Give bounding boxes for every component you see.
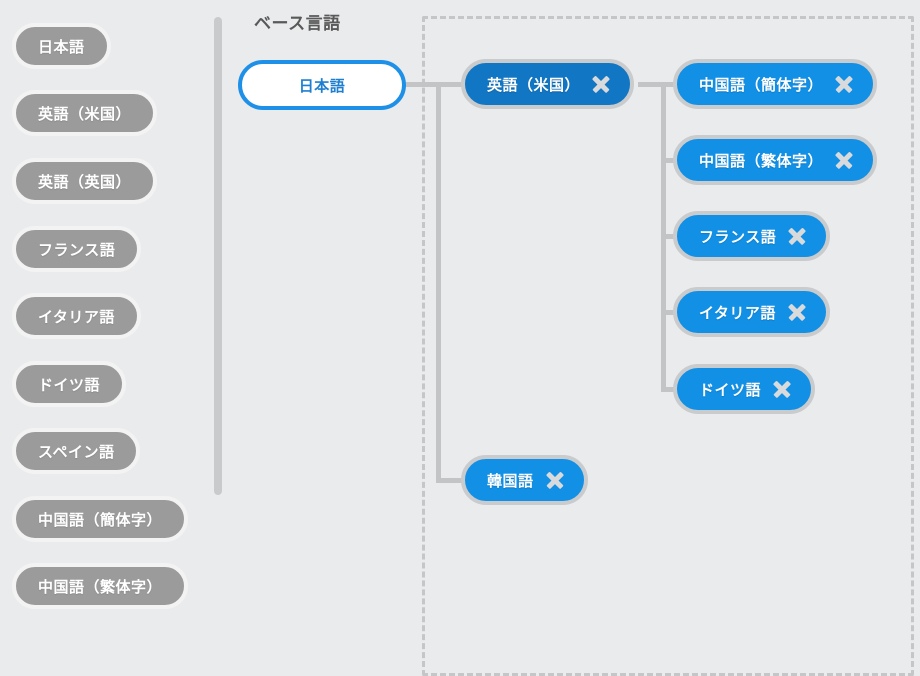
sidebar-item-label: フランス語 bbox=[38, 241, 116, 259]
target-language-node-child-3[interactable]: イタリア語 bbox=[673, 287, 830, 337]
sidebar-item-4[interactable]: イタリア語 bbox=[12, 293, 141, 339]
sidebar-item-label: 英語（米国） bbox=[38, 105, 132, 123]
connector-trunk-to-primary bbox=[436, 82, 466, 87]
sidebar-item-0[interactable]: 日本語 bbox=[12, 23, 111, 69]
target-language-label: ドイツ語 bbox=[699, 381, 762, 399]
target-language-node-child-1[interactable]: 中国語（繁体字） bbox=[673, 135, 878, 185]
connector-bus-to-child-3 bbox=[661, 310, 683, 315]
sidebar-item-7[interactable]: 中国語（簡体字） bbox=[12, 496, 189, 542]
sidebar-item-label: 中国語（簡体字） bbox=[38, 511, 163, 529]
target-language-label: 中国語（繁体字） bbox=[699, 152, 824, 170]
target-language-node-child-2[interactable]: フランス語 bbox=[673, 211, 831, 261]
sidebar-item-2[interactable]: 英語（英国） bbox=[12, 158, 158, 204]
sidebar-item-6[interactable]: スペイン語 bbox=[12, 428, 141, 474]
connector-bus-to-child-4 bbox=[661, 387, 683, 392]
connector-base-to-trunk bbox=[406, 82, 441, 87]
target-languages-drop-region[interactable] bbox=[422, 16, 914, 676]
sidebar-item-5[interactable]: ドイツ語 bbox=[12, 361, 127, 407]
connector-bus-to-child-1 bbox=[661, 158, 683, 163]
available-languages-list: 日本語 英語（米国） 英語（英国） フランス語 イタリア語 ドイツ語 スペイン語… bbox=[0, 0, 210, 644]
target-language-label: 英語（米国） bbox=[487, 76, 581, 94]
target-language-label: 中国語（簡体字） bbox=[699, 76, 824, 94]
close-icon[interactable] bbox=[835, 75, 853, 93]
language-tree-screen: 日本語 英語（米国） 英語（英国） フランス語 イタリア語 ドイツ語 スペイン語… bbox=[0, 0, 920, 644]
connector-trunk-to-secondary-0 bbox=[436, 478, 466, 483]
sidebar-item-label: 英語（英国） bbox=[38, 173, 132, 191]
sidebar-item-label: イタリア語 bbox=[38, 308, 115, 326]
target-language-label: イタリア語 bbox=[699, 304, 776, 322]
connector-trunk-vertical bbox=[436, 82, 441, 483]
target-language-node-primary[interactable]: 英語（米国） bbox=[461, 59, 635, 109]
sidebar-item-label: 中国語（繁体字） bbox=[38, 578, 163, 596]
sidebar-item-label: スペイン語 bbox=[38, 443, 115, 461]
close-icon[interactable] bbox=[592, 75, 610, 93]
sidebar-item-1[interactable]: 英語（米国） bbox=[12, 90, 158, 136]
close-icon[interactable] bbox=[546, 471, 564, 489]
connector-bus-to-child-0 bbox=[661, 82, 683, 87]
close-icon[interactable] bbox=[773, 380, 791, 398]
base-language-node[interactable]: 日本語 bbox=[238, 60, 406, 110]
base-language-label: 日本語 bbox=[298, 77, 346, 95]
base-language-heading: ベース言語 bbox=[254, 14, 341, 33]
target-language-node-secondary-0[interactable]: 韓国語 bbox=[461, 455, 588, 505]
sidebar-item-label: 日本語 bbox=[38, 38, 85, 56]
sidebar-scrollbar[interactable] bbox=[214, 17, 222, 495]
target-language-label: フランス語 bbox=[699, 228, 777, 246]
sidebar-item-3[interactable]: フランス語 bbox=[12, 226, 142, 272]
target-language-node-child-4[interactable]: ドイツ語 bbox=[673, 364, 816, 414]
target-language-label: 韓国語 bbox=[487, 472, 534, 490]
sidebar-item-8[interactable]: 中国語（繁体字） bbox=[12, 563, 189, 609]
close-icon[interactable] bbox=[788, 227, 806, 245]
connector-primary-to-bus bbox=[638, 82, 666, 87]
connector-bus-to-child-2 bbox=[661, 234, 683, 239]
close-icon[interactable] bbox=[788, 303, 806, 321]
target-language-node-child-0[interactable]: 中国語（簡体字） bbox=[673, 59, 878, 109]
sidebar-item-label: ドイツ語 bbox=[38, 376, 101, 394]
close-icon[interactable] bbox=[835, 151, 853, 169]
